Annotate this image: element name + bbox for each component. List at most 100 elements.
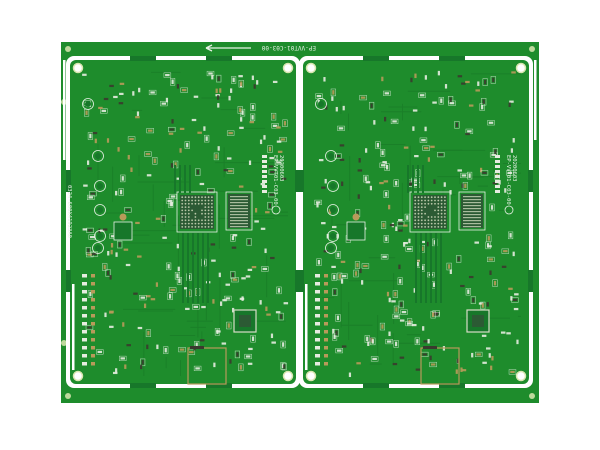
silk-outline: [370, 356, 379, 362]
smd-component: [248, 347, 253, 351]
smd-component: [221, 342, 227, 345]
smd-component: [185, 307, 190, 311]
smd-component: [457, 75, 463, 78]
smd-component: [150, 298, 156, 301]
smd-component: [444, 84, 448, 89]
connector-pad: [324, 306, 328, 310]
silk-outline: [224, 295, 232, 301]
smd-component: [228, 132, 233, 135]
smd-component: [82, 73, 87, 76]
smd-component: [342, 105, 345, 111]
silk-outline: [120, 174, 126, 183]
smd-component: [512, 138, 515, 143]
smd-component: [341, 275, 347, 278]
smd-component: [433, 179, 436, 184]
bga-ball: [187, 199, 190, 202]
smd-component: [241, 277, 246, 280]
smd-component: [140, 364, 143, 370]
smd-component: [193, 95, 199, 98]
smd-component: [331, 96, 334, 101]
edge-slot: [305, 284, 308, 370]
smd-component: [333, 289, 336, 295]
smd-component: [419, 94, 425, 97]
capacitor-pad: [97, 183, 103, 189]
smd-component: [340, 279, 344, 284]
smd-component: [460, 367, 463, 372]
bga-ball: [211, 196, 213, 199]
smd-component: [241, 296, 244, 301]
board-part-label: EP-VVT01-C03-00: [272, 155, 278, 205]
smd-component: [474, 241, 479, 244]
connector-pad: [82, 314, 87, 318]
bga-outline: [409, 191, 451, 233]
smd-component: [118, 102, 124, 105]
smd-component: [251, 75, 254, 81]
silk-outline: [316, 258, 322, 266]
bga-ball: [207, 216, 210, 218]
silk-outline: [148, 89, 157, 96]
smd-component: [333, 334, 336, 339]
silk-outline: [234, 350, 240, 359]
capacitor-pad: [330, 233, 336, 239]
smd-component: [356, 362, 361, 365]
smd-component: [238, 185, 244, 188]
smd-component: [109, 275, 112, 280]
silk-outline: [168, 126, 176, 133]
bga-ball: [424, 212, 426, 215]
smd-component: [422, 353, 427, 356]
chip-pad-row: [463, 211, 481, 213]
smd-component: [388, 331, 391, 337]
silk-outline: [369, 101, 375, 110]
bga-ball: [414, 209, 417, 212]
smd-component: [394, 315, 399, 318]
mounting-hole: [282, 62, 294, 74]
bga-ball: [430, 202, 433, 205]
silk-outline: [167, 292, 173, 301]
silk-outline: [379, 322, 386, 331]
bus-trace: [179, 165, 181, 193]
smd-component: [176, 84, 180, 89]
breakaway-tab: [363, 383, 389, 388]
bga-ball: [444, 196, 446, 199]
smd-component: [471, 352, 474, 358]
silk-outline: [186, 289, 192, 298]
smd-component: [433, 311, 439, 315]
smd-component: [211, 259, 216, 262]
chip-pad-row: [463, 217, 481, 219]
smd-component: [248, 160, 252, 166]
bga-ball: [191, 196, 194, 199]
smd-component: [232, 307, 235, 313]
smd-component: [145, 152, 151, 156]
silk-outline: [193, 365, 202, 371]
chip-pad-row: [230, 226, 248, 228]
smd-component: [270, 333, 274, 339]
bga-ball: [201, 226, 203, 228]
smd-component: [510, 148, 513, 153]
silk-outline: [163, 346, 169, 354]
smd-component: [356, 262, 359, 268]
silk-outline: [192, 304, 200, 310]
smd-component: [487, 245, 492, 248]
bga-ball: [420, 206, 423, 209]
bus-trace: [197, 233, 199, 303]
smd-component: [169, 201, 172, 207]
smd-component: [448, 264, 451, 269]
silk-outline: [335, 314, 341, 322]
bus-trace: [435, 233, 437, 303]
connector-pad: [91, 306, 95, 310]
silk-outline: [206, 70, 215, 77]
bga-ball: [184, 219, 187, 222]
bga-ball: [417, 202, 420, 205]
smd-component: [467, 130, 472, 133]
silk-outline: [163, 72, 172, 78]
smd-component: [360, 96, 366, 99]
connector-pad: [91, 282, 95, 286]
smd-component: [132, 91, 135, 96]
bga-ball: [187, 209, 190, 212]
bga-ball: [187, 226, 190, 228]
silk-outline: [231, 277, 239, 283]
smd-component: [449, 190, 452, 195]
bga-ball: [211, 199, 213, 202]
bga-ball: [427, 199, 430, 202]
smd-component: [263, 135, 266, 140]
